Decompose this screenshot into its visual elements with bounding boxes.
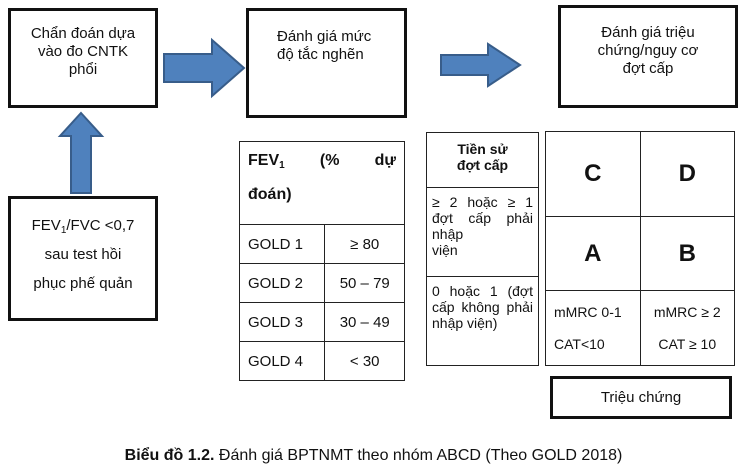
criterion-line-1: FEV1/FVC <0,7 <box>31 217 135 236</box>
obstruction-line-1: Đánh giá mức <box>277 28 372 45</box>
low-risk-text-end: nhập viện) <box>432 315 498 331</box>
history-header-line-2: đợt cấp <box>456 157 509 173</box>
group-d: D <box>639 131 735 217</box>
right-arrow-icon <box>163 37 246 99</box>
symptom-risk-line-2: chứng/nguy cơ <box>597 42 699 59</box>
fev1-range: ≥ 80 <box>324 224 405 264</box>
criterion-line-2: sau test hồi <box>44 246 122 263</box>
symptom-risk-line-3: đợt cấp <box>622 60 674 77</box>
cat-low: CAT<10 <box>554 336 605 352</box>
table-row: GOLD 3 30 – 49 <box>238 302 405 342</box>
group-a: A <box>545 216 641 291</box>
table-row: GOLD 2 50 – 79 <box>238 263 405 303</box>
history-header-line-1: Tiền sử <box>457 141 508 157</box>
fev1-percent: (% <box>319 152 340 169</box>
diagnosis-line-2: vào đo CNTK <box>37 43 129 60</box>
up-arrow-icon <box>57 111 105 194</box>
abcd-group-grid: C D A B mMRC 0-1 CAT<10 mMRC ≥ 2 CAT ≥ 1… <box>545 131 735 366</box>
table-row: GOLD 4 < 30 <box>238 341 405 381</box>
exacerbation-history-table: Tiền sử đợt cấp ≥ 2 hoặc ≥ 1 đợt cấp phả… <box>426 132 539 366</box>
diagnosis-line-3: phổi <box>68 61 98 78</box>
fev1-range: < 30 <box>324 341 405 381</box>
low-risk-cell: 0 hoặc 1 (đợt cấp không phải nhập viện) <box>426 276 539 366</box>
history-header: Tiền sử đợt cấp <box>426 132 539 188</box>
gold-fev1-table: FEV1 (% dự đoán) GOLD 1 ≥ 80 GOLD 2 50 –… <box>238 141 405 381</box>
symptom-risk-assessment-box: Đánh giá triệu chứng/nguy cơ đợt cấp <box>558 5 738 108</box>
fev1-header-line-2: đoán) <box>248 186 292 203</box>
mmrc-high: mMRC ≥ 2 <box>653 304 721 320</box>
obstruction-line-2: độ tắc nghẽn <box>277 46 364 63</box>
criterion-line-3: phục phế quản <box>33 275 133 292</box>
gold-grade: GOLD 1 <box>238 224 326 264</box>
high-risk-text: ≥ 2 hoặc ≥ 1 đợt cấp phải nhập <box>432 194 533 242</box>
right-arrow-icon <box>440 42 522 88</box>
symptoms-axis-label: Triệu chứng <box>550 376 732 419</box>
caption-number: Biểu đồ 1.2. <box>124 447 215 464</box>
fev1-label: FEV1 <box>248 152 285 171</box>
table-row: GOLD 1 ≥ 80 <box>238 224 405 264</box>
symptom-risk-line-1: Đánh giá triệu <box>601 24 695 41</box>
low-symptom-criteria: mMRC 0-1 CAT<10 <box>545 290 641 366</box>
cat-high: CAT ≥ 10 <box>658 336 717 352</box>
high-risk-text-end: viện <box>432 242 458 258</box>
low-risk-text: 0 hoặc 1 (đợt cấp không phải <box>432 283 533 315</box>
fev1-range: 30 – 49 <box>324 302 405 342</box>
figure-caption: Biểu đồ 1.2. Đánh giá BPTNMT theo nhóm A… <box>0 447 747 465</box>
group-b: B <box>639 216 735 291</box>
fev1-header: FEV1 (% dự đoán) <box>239 141 405 225</box>
gold-grade: GOLD 3 <box>238 302 326 342</box>
diagnosis-box: Chẩn đoán dựa vào đo CNTK phổi <box>8 8 158 108</box>
group-c: C <box>545 131 641 217</box>
diagnosis-line-1: Chẩn đoán dựa <box>30 25 136 42</box>
spirometry-criterion-box: FEV1/FVC <0,7 sau test hồi phục phế quản <box>8 196 158 321</box>
high-risk-cell: ≥ 2 hoặc ≥ 1 đợt cấp phải nhập viện <box>426 187 539 277</box>
mmrc-low: mMRC 0-1 <box>554 304 622 320</box>
gold-grade: GOLD 2 <box>238 263 326 303</box>
gold-grade: GOLD 4 <box>238 341 326 381</box>
high-symptom-criteria: mMRC ≥ 2 CAT ≥ 10 <box>639 290 735 366</box>
obstruction-assessment-box: Đánh giá mức độ tắc nghẽn <box>246 8 407 118</box>
fev1-range: 50 – 79 <box>324 263 405 303</box>
fev1-predicted: dự <box>374 152 396 169</box>
caption-text: Đánh giá BPTNMT theo nhóm ABCD (Theo GOL… <box>214 447 623 464</box>
